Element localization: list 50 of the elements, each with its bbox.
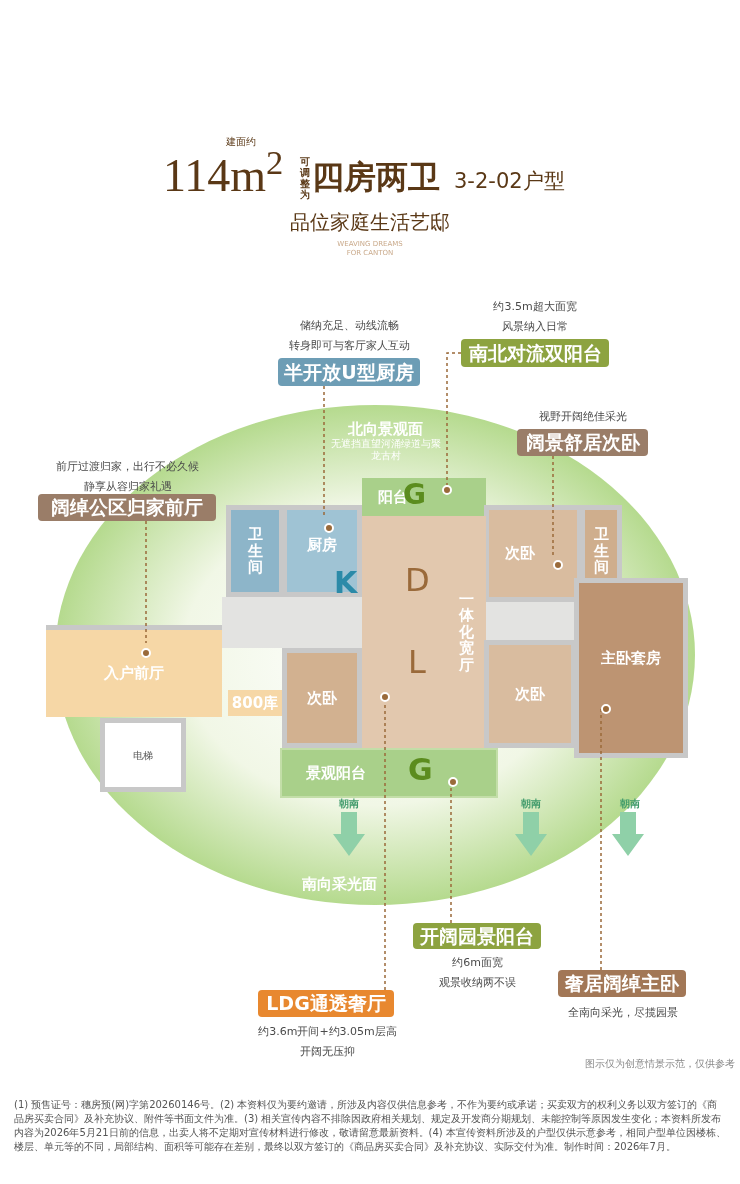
direction-label: 朝南: [338, 797, 360, 811]
room-letter: L: [408, 642, 427, 682]
callout-text: 约3.6m开间+约3.05m层高: [257, 1024, 398, 1040]
view-heading: 北向景观面: [346, 419, 424, 438]
layout-note: 可调整为: [300, 156, 311, 200]
callout-text: 转身即可与客厅家人互动: [287, 338, 411, 354]
callout-text: 视野开阔绝佳采光: [537, 409, 628, 425]
elevator-shaft: 电梯: [100, 718, 186, 792]
callout-text: 前厅过渡归家，出行不必久候: [55, 459, 200, 475]
bedroom-room: 次卧: [484, 505, 582, 602]
title-heading: 四房两卫: [312, 157, 441, 198]
subtitle: 品位家庭生活艺邸: [289, 209, 451, 236]
callout-tag: 南北对流双阳台: [461, 339, 609, 367]
bedroom-room: 次卧: [282, 648, 362, 748]
unit-type: 3-2-02户型: [454, 168, 566, 195]
area-note: 建面约: [226, 136, 257, 148]
bathroom-room: 卫生间: [226, 505, 284, 597]
callout-text: 全南向采光，尽揽园景: [566, 1005, 679, 1021]
callout-tag: 阔景舒居次卧: [517, 429, 648, 456]
direction-label: 朝南: [520, 797, 542, 811]
direction-label: 朝南: [619, 797, 641, 811]
callout-text: 开阔无压抑: [299, 1044, 356, 1060]
leader-line: [145, 520, 147, 644]
disclaimer-note: 图示仅为创意情景示范，仅供参考: [584, 1057, 735, 1071]
corridor-floor: [222, 597, 362, 648]
callout-tag: 奢居阔绰主卧: [558, 970, 686, 997]
callout-text: 约3.5m超大面宽: [492, 299, 578, 315]
callout-text: 约6m面宽: [451, 955, 504, 971]
callout-tag: 开阔园景阳台: [413, 923, 541, 949]
area-figure: 114m$^{2}$: [163, 150, 285, 202]
master-bedroom-room: 主卧套房: [574, 578, 688, 758]
bedroom-room: 次卧: [484, 640, 576, 748]
leader-line: [446, 352, 462, 486]
callout-text: 静享从容归家礼遇: [82, 479, 173, 495]
callout-text: 储纳充足、动线流畅: [298, 318, 400, 334]
callout-tag: 半开放U型厨房: [278, 358, 420, 386]
corridor-floor: [486, 602, 574, 640]
room-letter: G: [408, 752, 434, 788]
room-letter: G: [403, 478, 427, 512]
storage-room: 800库: [228, 690, 282, 716]
leader-line: [552, 455, 554, 556]
entry-hall-room: 入户前厅: [46, 625, 222, 717]
room-letter: D: [405, 560, 431, 600]
footnote: (1) 预售证号：穗房预(网)字第20260146号。(2) 本资料仅为要约邀请，所涉及内容仅供信息参考，不作为要约或承诺；买卖双方的权利义务以双方签订的《商品房买卖合同》及补充协议、附件等书面文件为准。(3) 相关宣传内容不排除因政府相关规划、规定及开发商分期规划、未能控制等原因发生变化；本资料所发布内容为2026年5月21日前的信息，出卖人将不定期对宣传材料进行修改，敬请留意最新资料。(4) 本宣传资料所涉及的户型仅供示意参考，相同户型单位因楼栋、楼层、单元等的不同，局部结构、面积等可能存在差别，最终以双方签订的《商品房买卖合同》及补充协议、实际交付为准。制作时间：2026年7月。: [14, 1098, 726, 1154]
callout-text: 风景纳入日常: [501, 319, 569, 335]
leader-line: [600, 708, 602, 971]
view-heading: 南向采光面: [300, 874, 378, 895]
callout-tag: LDG通透奢厅: [258, 990, 394, 1017]
callout-text: 观景收纳两不误: [438, 975, 517, 991]
callout-tag: 阔绰公区归家前厅: [38, 494, 216, 521]
